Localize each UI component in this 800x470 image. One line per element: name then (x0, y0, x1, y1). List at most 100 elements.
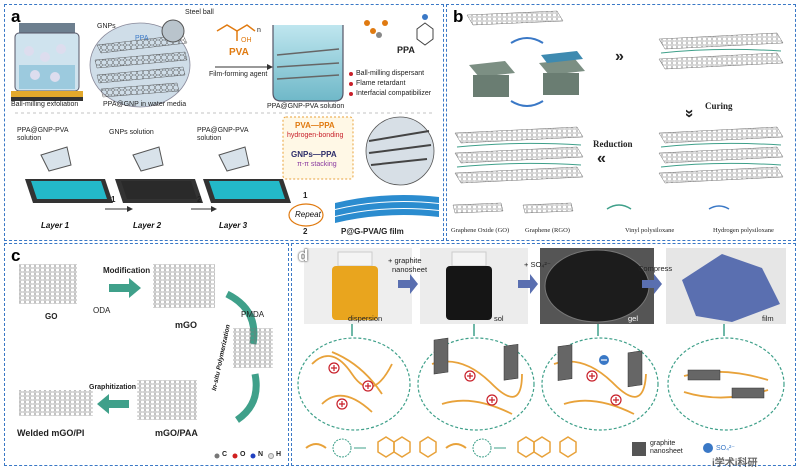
go-legend-icon (452, 202, 504, 214)
oh-label: OH (241, 37, 252, 44)
panel-b-graphics: » » « (452, 10, 784, 214)
arrow-3-icon (642, 274, 662, 294)
panel-c-graphics (19, 264, 274, 459)
polymer-structure-2-icon (517, 436, 577, 458)
n-label: n (257, 27, 261, 34)
gel-label: gel (628, 314, 639, 323)
chevron-left-icon: « (597, 150, 606, 167)
ppa-gnp-pva-solution-label: PPA@GNP-PVA solution (267, 103, 345, 110)
legend-hydrogen: Hydrogen polysiloxane (713, 227, 774, 234)
step-1-label: 1 (111, 195, 116, 204)
graphitization-arrow-icon (97, 394, 129, 414)
mgo-structure-icon (153, 264, 215, 308)
spin-coater-icon (469, 37, 585, 107)
panel-a: a GNPs PPA Steel ball Ball-milling exfol… (4, 4, 444, 241)
polymerization-arrow-icon (234, 373, 260, 423)
panel-c-label: c (11, 246, 21, 265)
so4-legend-icon (703, 443, 713, 453)
sol-label: sol (494, 314, 504, 323)
hydrogen-legend-icon (708, 205, 730, 210)
atom-n: N (258, 451, 264, 458)
layer-3-label: Layer 3 (219, 221, 248, 230)
orange-vial-icon (332, 266, 378, 320)
solution-1-label: PPA@GNP-PVA solution (17, 127, 69, 142)
legend-rgo: Graphene (RGO) (525, 227, 570, 234)
inter1-title: PVA—PPA (295, 121, 335, 130)
panel-b: » » « b Curing Reduction Graphene Oxide … (446, 4, 796, 241)
curing-label: Curing (705, 101, 733, 111)
solution-2-label: GNPs solution (109, 129, 154, 136)
layer-2-label: Layer 2 (133, 221, 162, 230)
coater-layer2-icon (115, 146, 203, 203)
panel-a-label: a (11, 7, 21, 26)
arrow-2-icon (518, 274, 538, 294)
repeat-cycle-icon (288, 203, 324, 227)
film-photo-label: film (762, 314, 774, 323)
step-2-label: 2 (197, 195, 202, 204)
repeat-label: Repeat (295, 210, 321, 219)
welded-structure-icon (19, 390, 93, 416)
graphite-nanosheet-legend: graphite nanosheet (650, 440, 683, 455)
modification-arrow-icon (109, 278, 141, 298)
panel-c: c Modification ODA GO mGO PMDA In-situ P… (4, 243, 289, 466)
ball-mill-jar-icon (11, 23, 83, 101)
so4-label: + SO₄²⁻ (524, 260, 551, 269)
vinyl-legend-icon (606, 204, 632, 210)
panel-d-graphics (297, 248, 786, 458)
ppa-gnp-water-label: PPA@GNP in water media (103, 101, 187, 108)
compress-label: Compress (638, 264, 673, 273)
dispersion-label: dispersion (348, 314, 383, 323)
bullet-1: Ball-milling dispersant (356, 70, 425, 77)
pva-structure-icon (216, 24, 256, 32)
mgo-label: mGO (175, 320, 198, 330)
repeat-2-label: 2 (303, 227, 308, 236)
dispersion-schematic (297, 337, 411, 431)
atom-h: H (276, 451, 282, 458)
gnp-layers-icon (89, 19, 191, 108)
layer-1-label: Layer 1 (41, 221, 70, 230)
panel-d: d + graphite nanosheet + SO₄²⁻ Compress … (291, 243, 796, 469)
nanosheet-label: nanosheet (392, 265, 428, 274)
graphitization-label: Graphitization (89, 384, 137, 391)
steel-ball-label: Steel ball (185, 9, 214, 16)
legend-go: Graphene Oxide (GO) (451, 227, 510, 234)
chevron-right-icon: » (615, 48, 624, 65)
inter2-title: GNPs—PPA (291, 150, 337, 159)
watermark-text: i学术i科研 (712, 458, 758, 469)
bullet-2: Flame retardant (356, 80, 406, 87)
rgo-legend-icon (522, 202, 574, 214)
ppa-small-label: PPA (135, 35, 149, 42)
reduction-label: Reduction (593, 139, 633, 149)
plus-graphite-label: + graphite (388, 256, 422, 265)
mgo-paa-label: mGO/PAA (155, 428, 198, 438)
chevron-down-icon: » (681, 109, 698, 118)
panel-b-label: b (453, 7, 464, 26)
beaker-icon (272, 25, 344, 102)
legend-vinyl: Vinyl polysiloxane (625, 227, 675, 234)
arrow-1-icon (398, 274, 418, 294)
film-forming-agent-label: Film-forming agent (209, 71, 268, 78)
bullet-3: Interfacial compatibilizer (356, 90, 432, 97)
panel-a-graphics (11, 14, 439, 227)
coater-layer1-icon (25, 146, 113, 203)
mgo-paa-structure-icon (137, 380, 197, 420)
magnifier-icon (365, 116, 435, 186)
inter2-sub: π-π stacking (297, 161, 337, 168)
atom-o: O (240, 451, 246, 458)
solution-3-label: PPA@GNP-PVA solution (197, 127, 249, 142)
go-structure-icon (19, 264, 77, 304)
welded-label: Welded mGO/PI (17, 428, 85, 438)
pmda-label: PMDA (241, 310, 265, 319)
polymer-structure-1-icon (377, 436, 437, 458)
panel-d-label: d (298, 246, 309, 265)
ppa-structure-icon (364, 14, 434, 46)
coater-layer3-icon (203, 146, 291, 203)
gnps-label: GNPs (97, 23, 116, 30)
oda-label: ODA (93, 306, 111, 315)
black-vial-icon (446, 266, 492, 320)
graphite-nanosheet-legend-icon (632, 442, 646, 456)
repeat-1-label: 1 (303, 191, 308, 200)
pva-label: PVA (229, 47, 249, 58)
so4-legend-label: SO₄²⁻ (716, 445, 735, 452)
film-label: P@G-PVA/G film (341, 227, 404, 236)
